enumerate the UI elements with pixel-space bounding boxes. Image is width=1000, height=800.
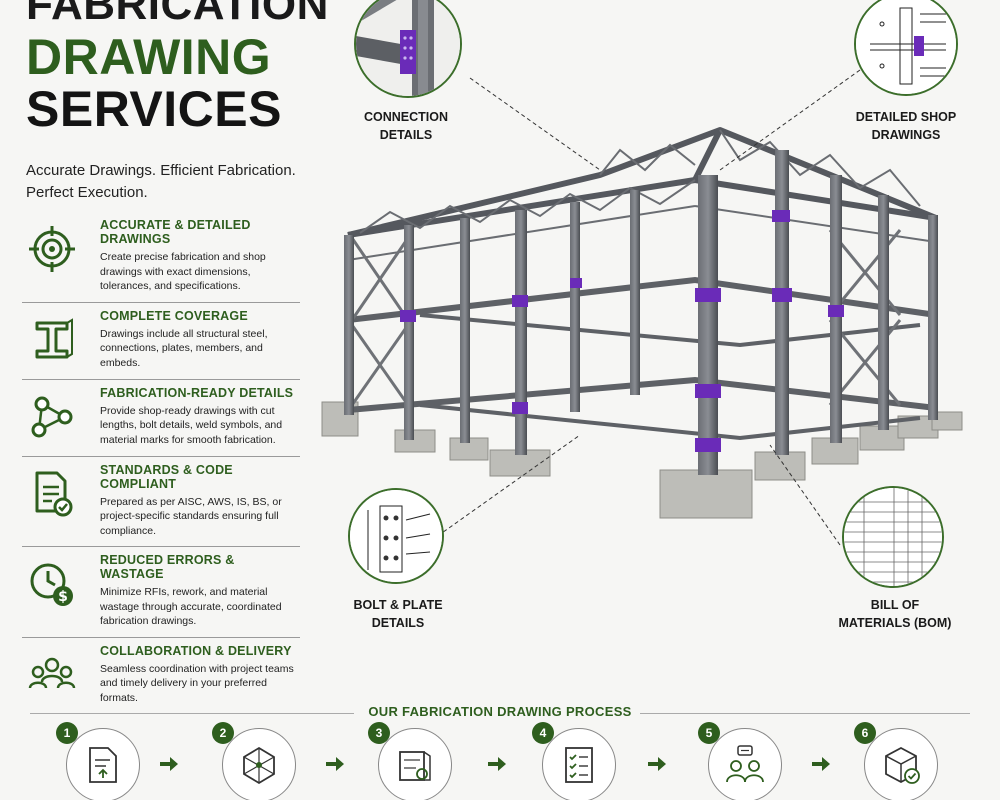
process-step-3: 3 [368, 722, 452, 800]
bolt-plate-circle [348, 488, 444, 584]
feature-title: COLLABORATION & DELIVERY [100, 643, 292, 658]
collaboration-icon [726, 745, 764, 783]
step-circle [378, 728, 452, 800]
connection-plates [400, 210, 844, 452]
bom-label: BILL OF MATERIALS (BOM) [838, 598, 952, 630]
steel-structure-illustration [321, 127, 963, 519]
bom-circle [842, 486, 944, 588]
feature-title: COMPLETE COVERAGE [100, 308, 248, 323]
feature-item: $ REDUCED ERRORS & WASTAGE Minimize RFIs… [22, 547, 300, 638]
feature-title: FABRICATION-READY DETAILS [100, 385, 294, 400]
feature-item: FABRICATION-READY DETAILS Provide shop-r… [22, 380, 300, 457]
process-step-2: 2 [212, 722, 296, 800]
process-step-4: 4 [532, 722, 616, 800]
feature-description: Provide shop-ready drawings with cut len… [100, 404, 283, 446]
step-circle [542, 728, 616, 800]
feature-item: COLLABORATION & DELIVERY Seamless coordi… [22, 638, 300, 714]
title-line-2: DRAWING [26, 29, 272, 85]
arrow-icon [160, 757, 178, 771]
feature-list: ACCURATE & DETAILED DRAWINGS Create prec… [22, 212, 300, 714]
arrow-icon [326, 757, 344, 771]
step-circle [66, 728, 140, 800]
process-rule-right [640, 713, 970, 714]
process-step-1: 1 [56, 722, 140, 800]
step-circle [864, 728, 938, 800]
3d-model-icon [243, 746, 275, 785]
step-number: 4 [532, 722, 554, 744]
i-beam-icon [22, 309, 82, 371]
package-check-icon [885, 746, 920, 784]
checklist-icon [565, 747, 593, 783]
arrow-icon [488, 757, 506, 771]
process-title: OUR FABRICATION DRAWING PROCESS [368, 704, 632, 719]
network-icon [22, 386, 82, 448]
bolt-plate-label: BOLT & PLATE DETAILS [353, 598, 443, 630]
arrow-icon [812, 757, 830, 771]
shop-drawings-label: DETAILED SHOP DRAWINGS [855, 110, 957, 142]
svg-text:$: $ [58, 589, 68, 605]
process-step-5: 5 [698, 722, 782, 800]
tagline: Accurate Drawings. Efficient Fabrication… [26, 162, 296, 201]
step-circle [222, 728, 296, 800]
team-icon [22, 644, 82, 706]
step-number: 5 [698, 722, 720, 744]
document-check-icon [22, 463, 82, 525]
step-circle [708, 728, 782, 800]
arrow-icon [648, 757, 666, 771]
process-rule-left [30, 713, 354, 714]
clock-dollar-icon: $ [22, 553, 82, 615]
title-line-3: SERVICES [26, 81, 282, 137]
shop-drawing-image [856, 0, 956, 94]
feature-title: ACCURATE & DETAILED DRAWINGS [100, 218, 251, 246]
feature-title: STANDARDS & CODE COMPLIANT [100, 462, 233, 491]
document-upload-icon [89, 747, 117, 783]
feature-description: Prepared as per AISC, AWS, IS, BS, or pr… [100, 495, 282, 537]
feature-description: Minimize RFIs, rework, and material wast… [100, 586, 282, 627]
blueprint-icon [399, 751, 431, 781]
feature-title: REDUCED ERRORS & WASTAGE [100, 553, 235, 581]
feature-item: STANDARDS & CODE COMPLIANT Prepared as p… [22, 457, 300, 547]
feature-description: Create precise fabrication and shop draw… [100, 251, 266, 292]
shop-drawing-circle [854, 0, 958, 96]
feature-item: COMPLETE COVERAGE Drawings include all s… [22, 303, 300, 380]
connection-detail-circle [354, 0, 462, 98]
feature-description: Drawings include all structural steel, c… [100, 327, 268, 369]
target-icon [22, 218, 82, 280]
title-line-1: FABRICATION [26, 0, 329, 29]
bom-table-image [844, 488, 942, 586]
feature-item: ACCURATE & DETAILED DRAWINGS Create prec… [22, 212, 300, 303]
columns [344, 150, 938, 475]
step-number: 1 [56, 722, 78, 744]
feature-description: Seamless coordination with project teams… [100, 662, 294, 704]
bolt-plate-image [350, 490, 442, 582]
process-step-6: 6 [854, 722, 938, 800]
connection-detail-image [356, 0, 460, 96]
step-number: 2 [212, 722, 234, 744]
connection-details-label: CONNECTION DETAILS [363, 110, 449, 142]
step-number: 3 [368, 722, 390, 744]
step-number: 6 [854, 722, 876, 744]
